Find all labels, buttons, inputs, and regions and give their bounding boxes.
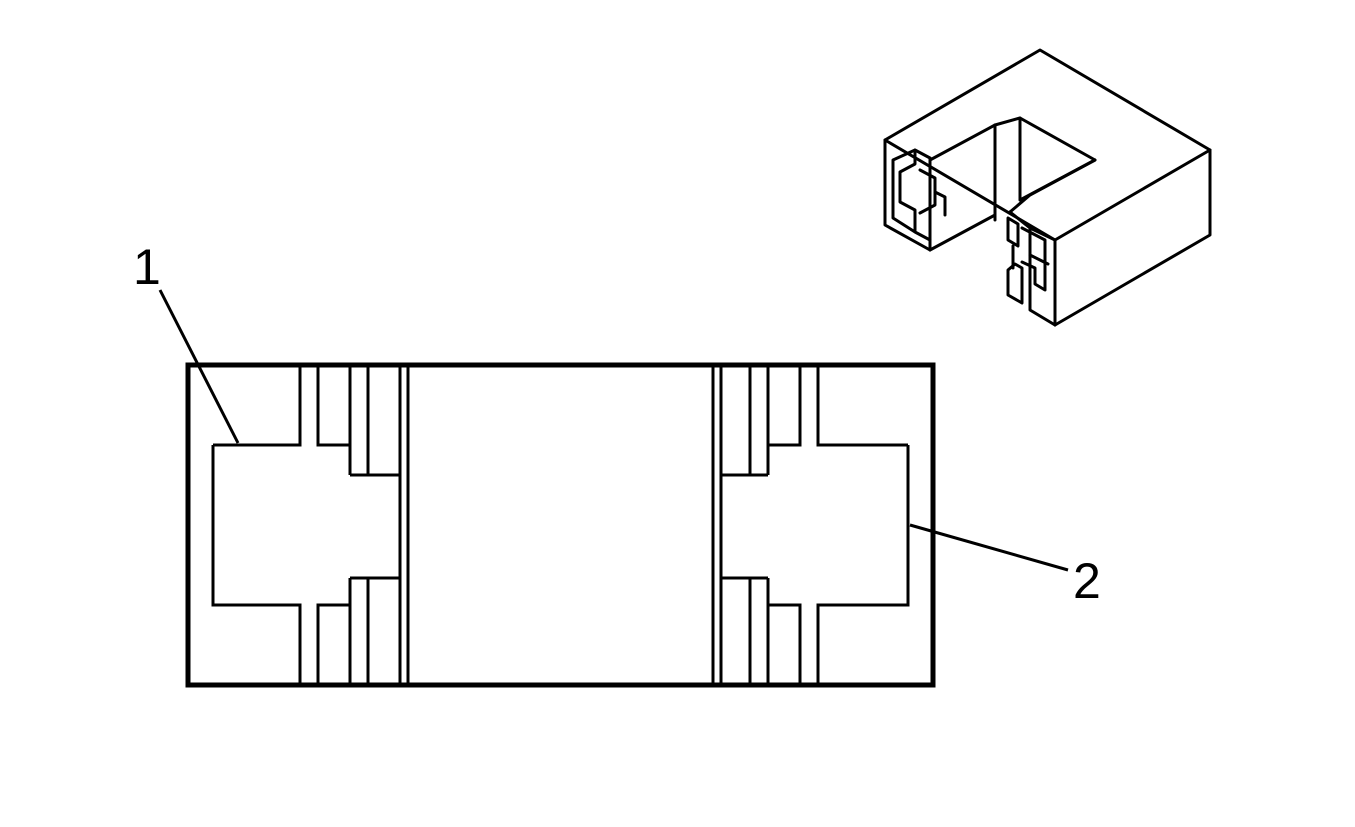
connector-top-face (883, 48, 1212, 242)
connector-notch (928, 116, 1097, 214)
left-latch (891, 148, 947, 242)
connector-outline (185, 362, 936, 688)
callout-1: 1 (133, 239, 240, 444)
right-latch (1006, 216, 1050, 305)
callout-2: 2 (909, 523, 1101, 609)
callout-2-label: 2 (1073, 553, 1101, 609)
callout-1-leader (158, 289, 240, 444)
right-terminal-cavity (721, 365, 910, 685)
connector-3d-view (883, 48, 1212, 327)
callout-1-label: 1 (133, 239, 161, 295)
connector-right-front (1008, 210, 1057, 327)
left-terminal-cavity (211, 365, 400, 685)
connector-right-face (1053, 148, 1212, 327)
connector-face-view (185, 362, 936, 688)
callout-2-leader (909, 523, 1069, 572)
